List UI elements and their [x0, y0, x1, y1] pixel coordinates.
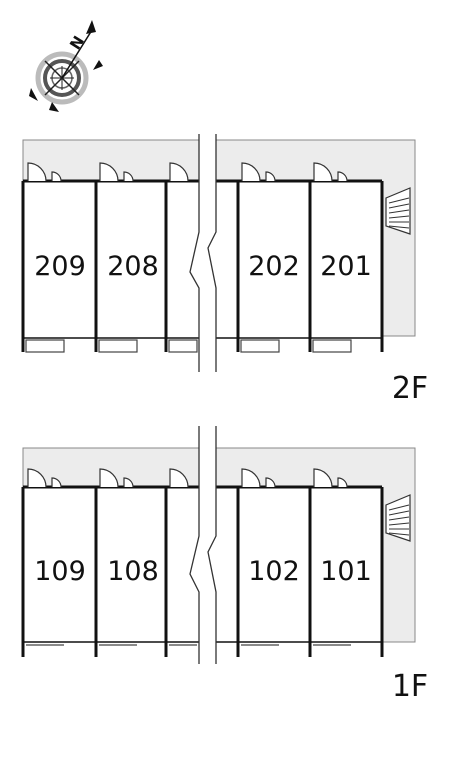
- compass-north-label: N: [66, 33, 88, 53]
- floor-2f: 209 208 202 201 2F: [21, 134, 428, 406]
- stairs-1f: [385, 494, 411, 542]
- unit-label: 201: [320, 251, 372, 282]
- unit-label: 102: [248, 556, 300, 587]
- floor-label-1f: 1F: [392, 669, 428, 704]
- stairs-2f: [385, 187, 411, 235]
- compass-icon: N: [29, 20, 103, 112]
- unit-label: 208: [107, 251, 159, 282]
- unit-label: 109: [34, 556, 86, 587]
- unit-label: 202: [248, 251, 300, 282]
- floor-label-2f: 2F: [392, 371, 428, 406]
- floor-1f: 109 108 102 101 1F: [21, 426, 428, 704]
- unit-label: 101: [320, 556, 372, 587]
- unit-label: 209: [34, 251, 86, 282]
- unit-label: 108: [107, 556, 159, 587]
